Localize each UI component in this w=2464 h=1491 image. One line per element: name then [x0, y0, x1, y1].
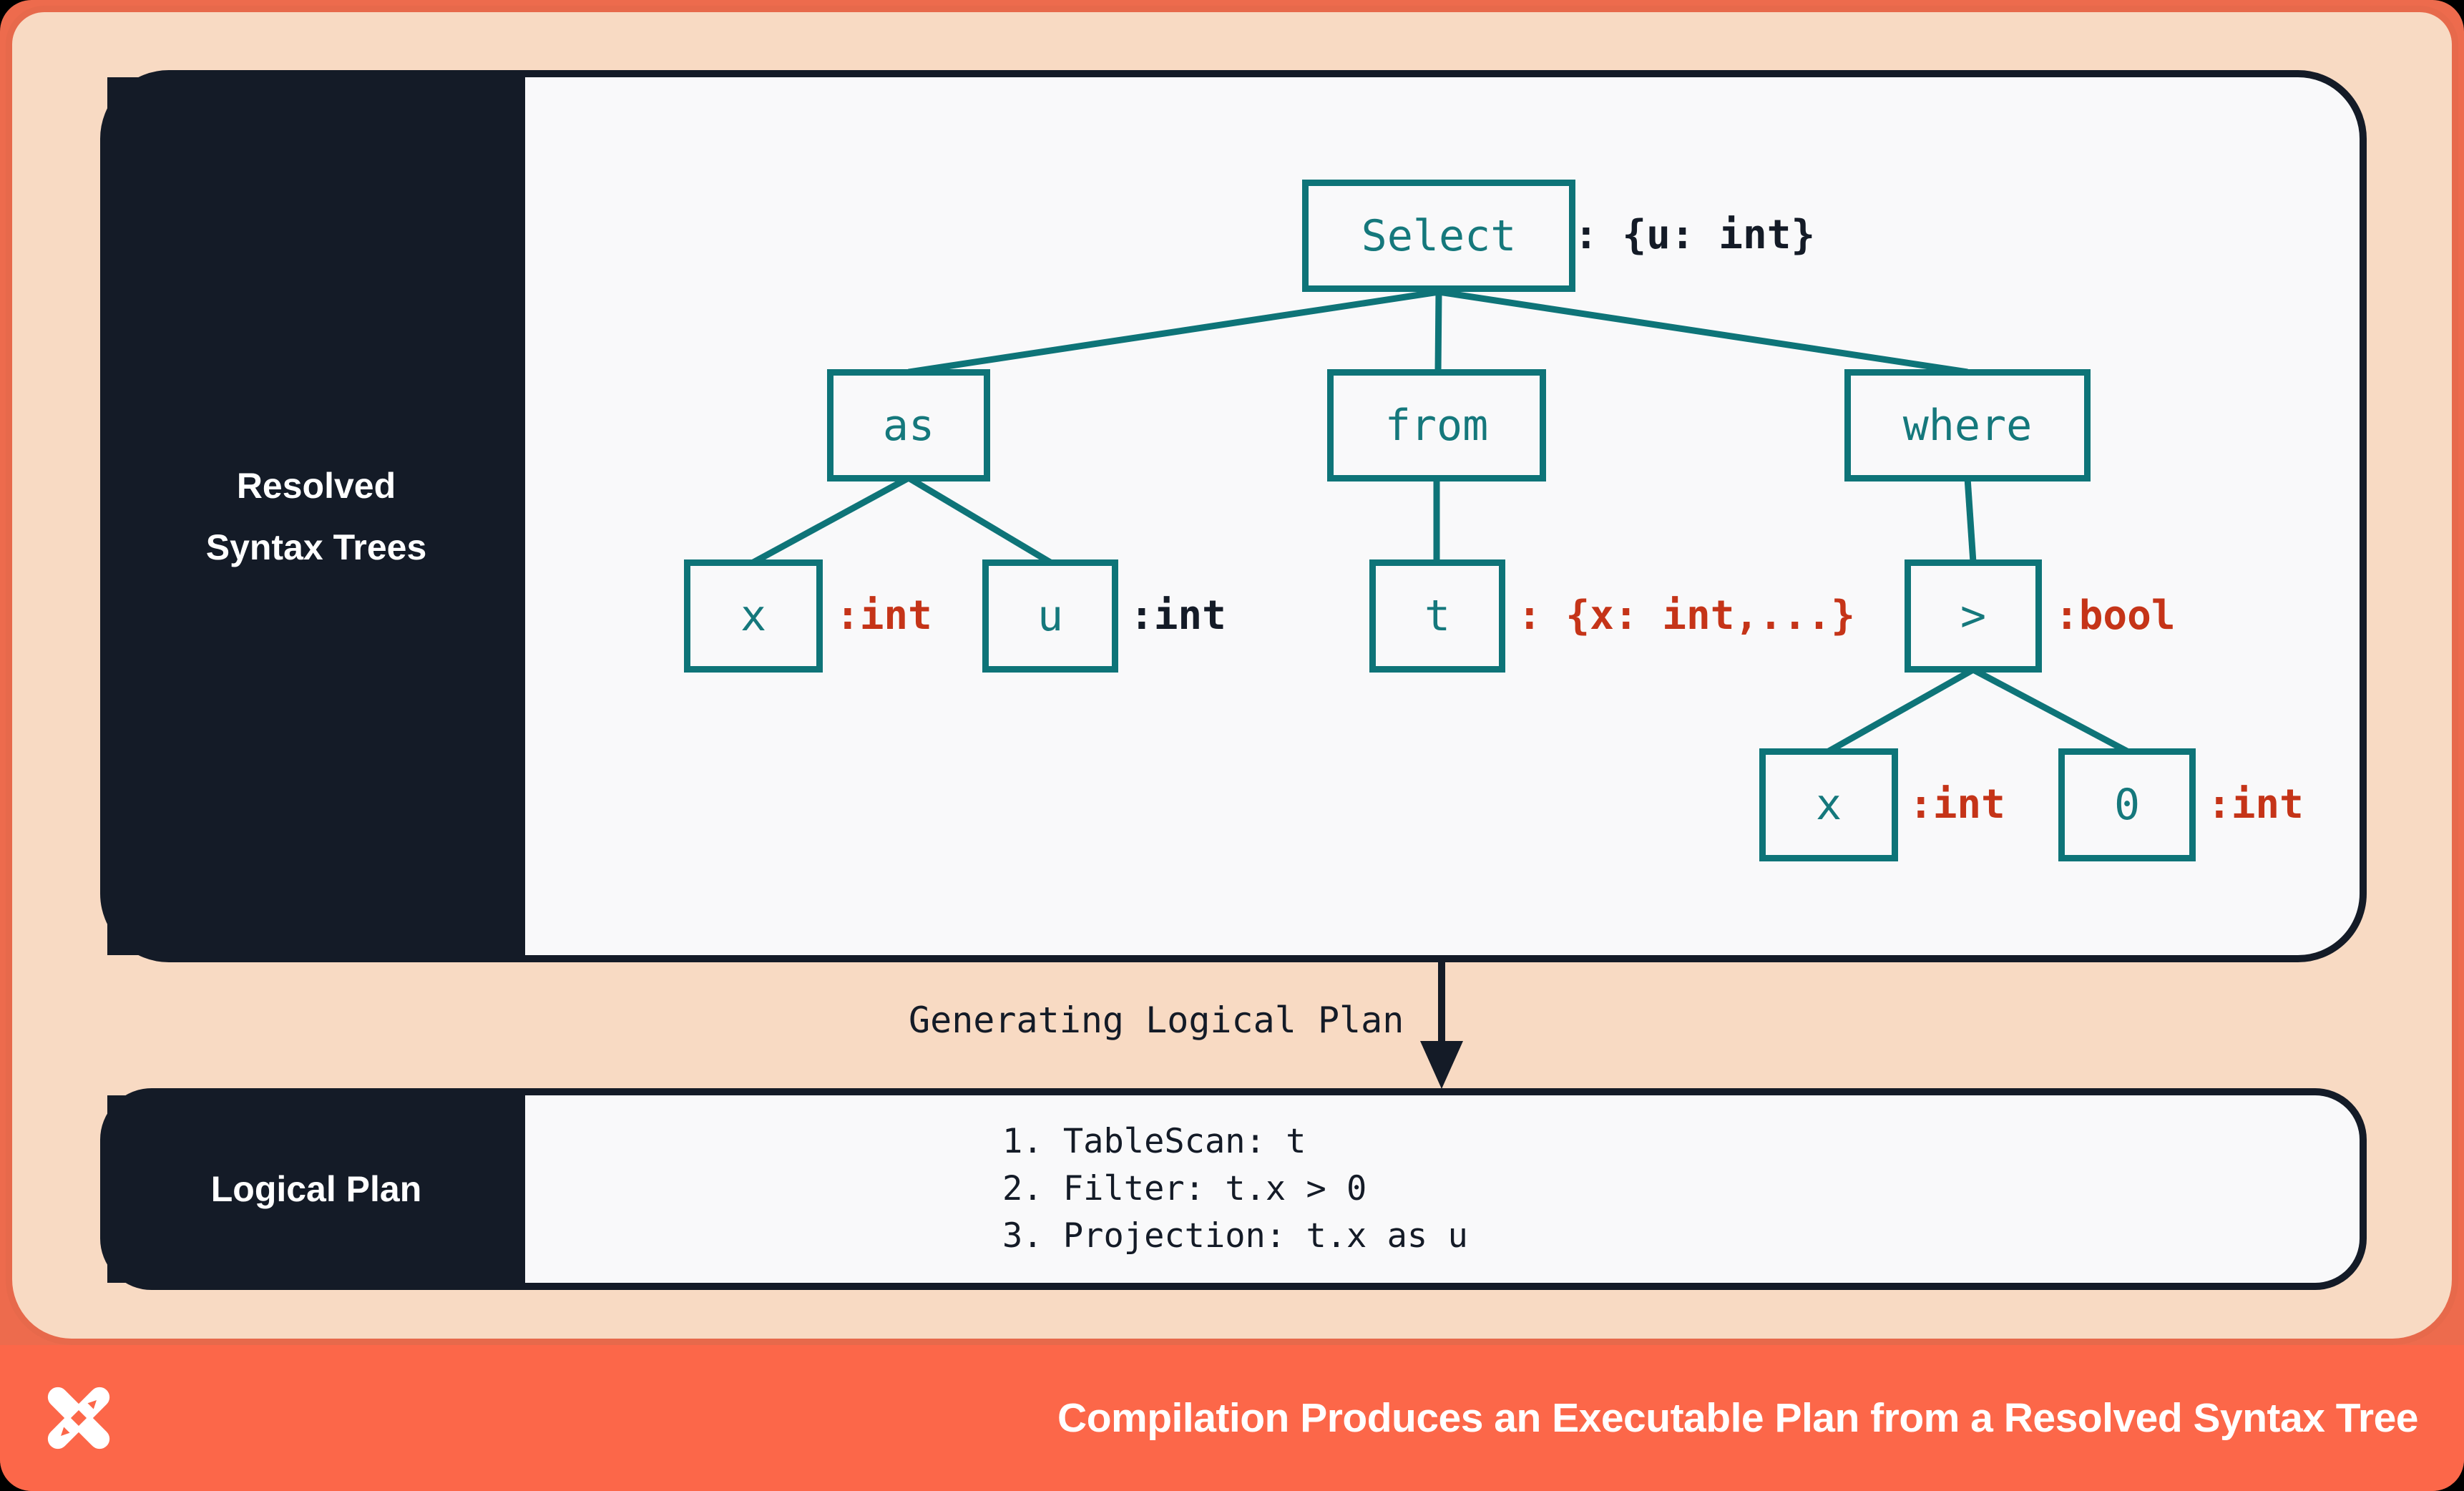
- footer-bar: Compilation Produces an Executable Plan …: [0, 1345, 2464, 1491]
- plan-sidebar-label: Logical Plan: [210, 1169, 422, 1209]
- node-label: 0: [2113, 780, 2141, 830]
- plan-sidebar: Logical Plan: [107, 1095, 525, 1283]
- plan-steps: 1. TableScan: t 2. Filter: t.x > 0 3. Pr…: [1002, 1095, 2331, 1283]
- rst-sidebar: Resolved Syntax Trees: [107, 77, 525, 955]
- rst-sidebar-label: Resolved Syntax Trees: [206, 455, 427, 578]
- tree-node-u-as: u: [982, 559, 1118, 673]
- tree-node-greater-than: >: [1905, 559, 2042, 673]
- node-label: from: [1384, 400, 1489, 451]
- tree-node-t: t: [1369, 559, 1505, 673]
- plan-content: 1. TableScan: t 2. Filter: t.x > 0 3. Pr…: [525, 1095, 2360, 1283]
- rst-sidebar-label-line2: Syntax Trees: [205, 527, 427, 567]
- tree-node-as: as: [827, 369, 990, 481]
- down-arrow-icon: [1420, 962, 1463, 1089]
- footer-caption: Compilation Produces an Executable Plan …: [1057, 1395, 2418, 1441]
- node-label: where: [1902, 400, 2033, 451]
- annotation-select-type: : {u: int}: [1574, 212, 1816, 258]
- tree-node-x-gt: x: [1759, 748, 1898, 861]
- tree-node-zero: 0: [2058, 748, 2196, 861]
- pinwheel-x-logo: [47, 1387, 110, 1450]
- annotation-u-as-type: :int: [1130, 592, 1226, 639]
- logical-plan-panel: Logical Plan 1. TableScan: t 2. Filter: …: [100, 1088, 2367, 1290]
- tree-node-select: Select: [1302, 180, 1575, 292]
- node-label: x: [1815, 780, 1842, 830]
- rst-sidebar-label-line1: Resolved: [236, 465, 396, 506]
- annotation-x-gt-type: :int: [1909, 781, 2005, 828]
- node-label: x: [740, 591, 767, 641]
- annotation-greater-than-type: :bool: [2055, 592, 2176, 639]
- annotation-t-type: : {x: int,...}: [1517, 592, 1856, 639]
- tree-edges: [751, 288, 2129, 754]
- tree-node-where: where: [1844, 369, 2091, 481]
- transition-label: Generating Logical Plan: [909, 999, 1404, 1041]
- annotation-x-as-type: :int: [836, 592, 932, 639]
- annotation-zero-type: :int: [2207, 781, 2304, 828]
- node-label: u: [1037, 591, 1064, 641]
- node-label: as: [882, 400, 935, 451]
- node-label: t: [1424, 591, 1451, 641]
- node-label: >: [1960, 591, 1987, 641]
- node-label: Select: [1361, 210, 1517, 261]
- syntax-tree: Select : {u: int} as from where x :int u…: [107, 77, 2360, 955]
- tree-node-x-as: x: [684, 559, 823, 673]
- plan-step: 2. Filter: t.x > 0: [1002, 1169, 1367, 1208]
- plan-step: 3. Projection: t.x as u: [1002, 1216, 1468, 1256]
- plan-step: 1. TableScan: t: [1002, 1122, 1306, 1161]
- resolved-syntax-trees-panel: Resolved Syntax Trees Selec: [100, 70, 2367, 962]
- tree-node-from: from: [1327, 369, 1546, 481]
